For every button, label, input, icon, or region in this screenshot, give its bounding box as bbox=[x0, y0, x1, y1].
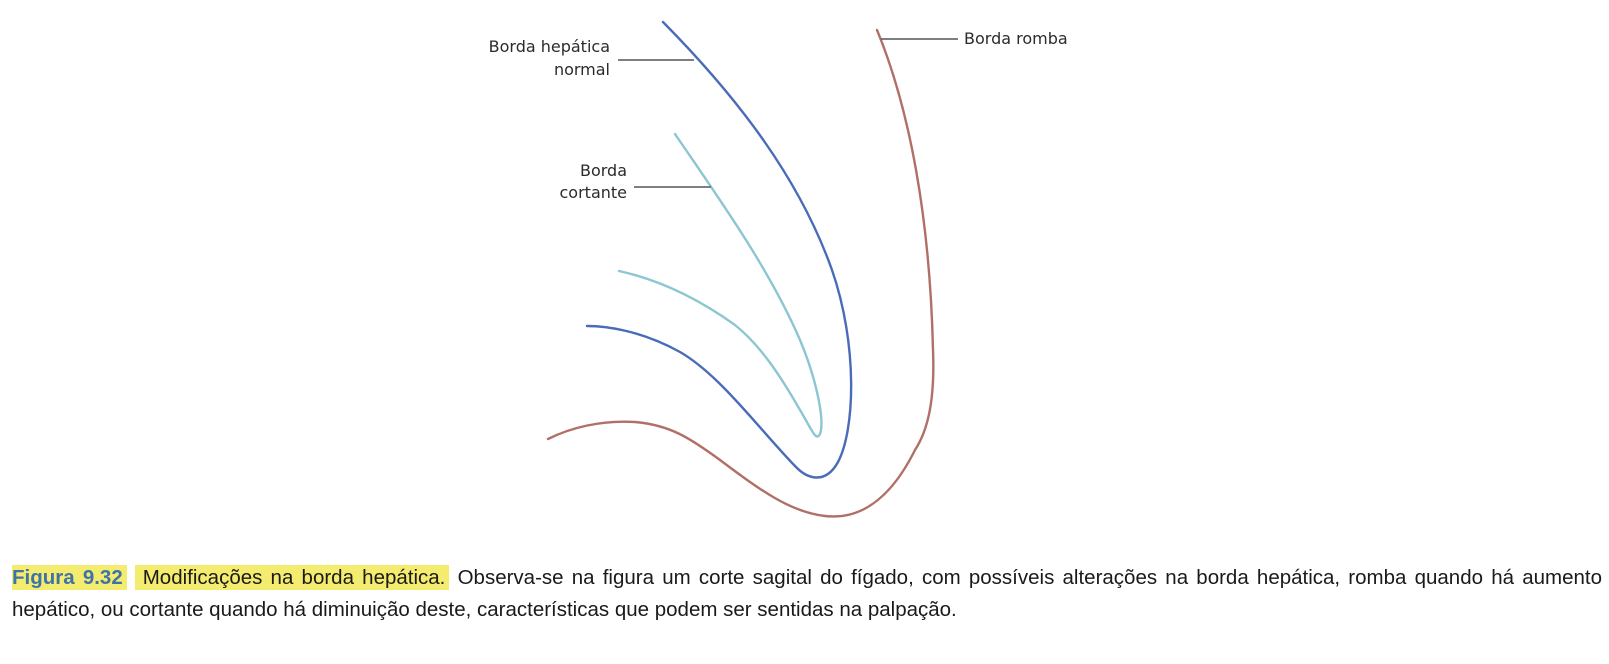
cortante-edge-curve bbox=[617, 132, 823, 438]
caption-text: Observa-se na figura um corte sagital do… bbox=[12, 566, 1602, 621]
normal-label-line1: Borda hepática bbox=[489, 37, 610, 56]
figure-caption: Figura 9.32 Modificações na borda hepátic… bbox=[12, 562, 1602, 626]
figure-number: Figura 9.32 bbox=[12, 565, 127, 590]
romba-label: Borda romba bbox=[964, 29, 1068, 48]
cortante-label-line2: cortante bbox=[560, 183, 628, 202]
romba-edge-curve bbox=[546, 28, 935, 518]
normal-label-line2: normal bbox=[554, 60, 610, 79]
figure-title: Modificações na borda hepática. bbox=[134, 565, 450, 590]
cortante-label-line1: Borda bbox=[580, 161, 627, 180]
normal-edge-curve bbox=[585, 20, 853, 479]
liver-edge-diagram: Borda hepática normal Borda cortante Bor… bbox=[489, 20, 1068, 518]
